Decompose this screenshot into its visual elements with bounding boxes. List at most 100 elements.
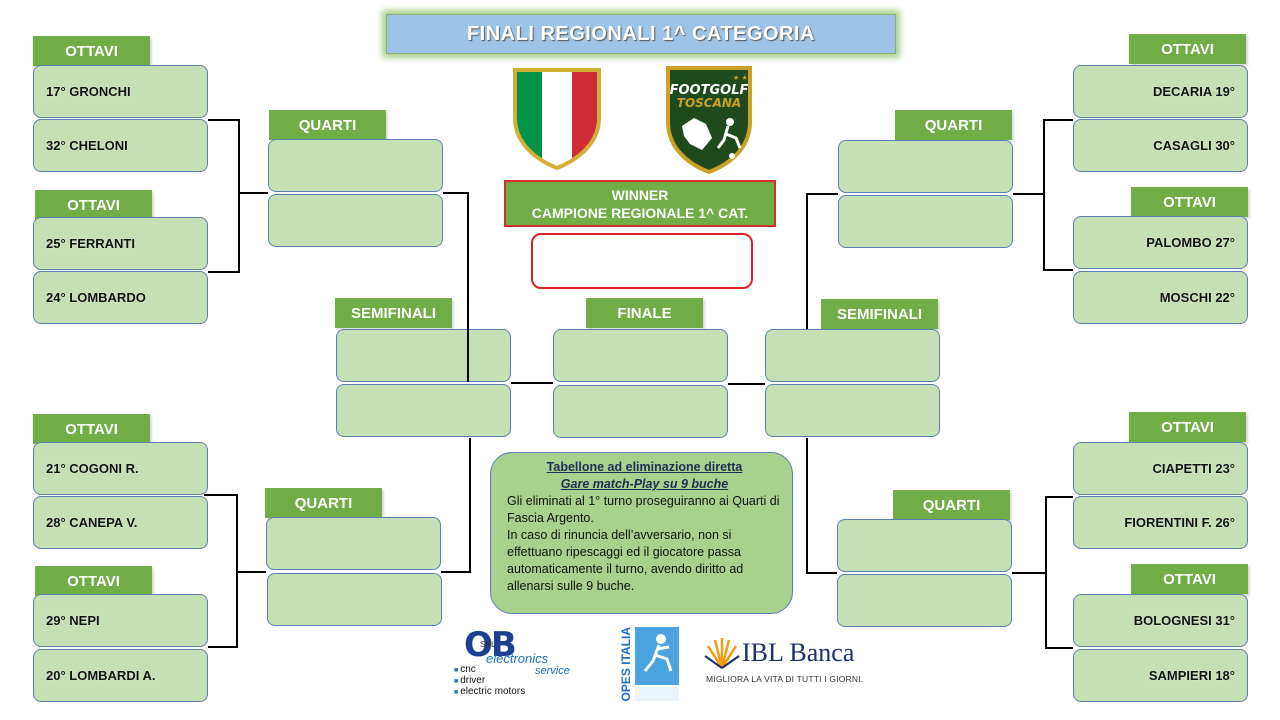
quarti-label: QUARTI — [265, 488, 382, 518]
quarti-label: QUARTI — [893, 490, 1010, 520]
ibl-fan-icon — [704, 638, 740, 669]
quarter-slot — [837, 519, 1012, 572]
player-slot: 21° COGONI R. — [33, 442, 208, 495]
bracket-line — [1045, 647, 1073, 649]
bracket-line — [806, 438, 808, 574]
rules-paragraph: In caso di rinuncia dell’avversario, non… — [507, 528, 744, 593]
player-slot: 28° CANEPA V. — [33, 496, 208, 549]
ottavi-label: OTTAVI — [35, 566, 152, 596]
ottavi-label: OTTAVI — [35, 190, 152, 220]
svg-text:★ ★: ★ ★ — [733, 74, 748, 82]
ob-item: electric motors — [454, 687, 525, 698]
semifinal-slot — [336, 329, 511, 382]
bracket-line — [443, 192, 469, 194]
ottavi-label: OTTAVI — [33, 414, 150, 444]
ottavi-label: OTTAVI — [1131, 187, 1248, 217]
page-title: FINALI REGIONALI 1^ CATEGORIA — [386, 14, 896, 54]
ob-item: cnc — [454, 665, 525, 676]
opes-italia-logo: OPES ITALIA — [619, 627, 681, 703]
bracket-line — [1043, 119, 1045, 271]
quarter-slot — [838, 195, 1013, 248]
final-slot — [553, 385, 728, 438]
ob-electronics: electronics — [486, 651, 549, 666]
semifinal-slot — [765, 329, 940, 382]
rules-heading: Tabellone ad eliminazione diretta — [546, 460, 743, 474]
player-slot: DECARIA 19° — [1073, 65, 1248, 118]
rules-info-box: Tabellone ad eliminazione diretta Gare m… — [490, 452, 793, 614]
footgolf-line1: FOOTGOLF — [670, 83, 749, 98]
ob-electronics-logo: OB SRL electronics service cnc driver el… — [450, 625, 595, 697]
rules-subheading: Gare match-Play su 9 buche — [560, 477, 729, 491]
semifinali-label: SEMIFINALI — [335, 298, 452, 328]
bracket-line — [1045, 496, 1047, 649]
player-slot: MOSCHI 22° — [1073, 271, 1248, 324]
semifinal-slot — [336, 384, 511, 437]
quarter-slot — [837, 574, 1012, 627]
winner-slot — [531, 233, 753, 289]
bracket-line — [204, 494, 238, 496]
bracket-line — [806, 572, 837, 574]
bracket-line — [441, 571, 471, 573]
bracket-line — [238, 119, 240, 273]
winner-subtitle: CAMPIONE REGIONALE 1^ CAT. — [531, 204, 749, 221]
bracket-line — [728, 383, 765, 385]
footgolf-toscana-logo-icon: ★ ★ FOOTGOLF TOSCANA — [666, 66, 752, 174]
bracket-line — [806, 193, 838, 195]
player-slot: 25° FERRANTI — [33, 217, 208, 270]
ob-srl: SRL — [480, 640, 496, 649]
ibl-banca-logo: IBL Banca MIGLIORA LA VITA DI TUTTI I GI… — [704, 634, 874, 690]
player-slot: SAMPIERI 18° — [1073, 649, 1248, 702]
quarter-slot — [268, 194, 443, 247]
bracket-line — [467, 192, 469, 382]
ob-item: driver — [454, 676, 525, 687]
bracket-line — [1012, 572, 1046, 574]
ob-letters: OB — [464, 625, 517, 665]
player-slot: 24° LOMBARDO — [33, 271, 208, 324]
bracket-line — [469, 438, 471, 573]
ob-service: service — [535, 665, 570, 677]
quarter-slot — [267, 573, 442, 626]
bracket-line — [208, 646, 238, 648]
final-slot — [553, 329, 728, 382]
player-slot: PALOMBO 27° — [1073, 216, 1248, 269]
semifinal-slot — [765, 384, 940, 437]
footgolf-line2: TOSCANA — [677, 96, 741, 110]
bracket-line — [208, 271, 240, 273]
quarti-label: QUARTI — [269, 110, 386, 140]
rules-paragraph: Gli eliminati al 1° turno proseguiranno … — [507, 494, 780, 525]
bracket-line — [208, 119, 240, 121]
player-slot: CASAGLI 30° — [1073, 119, 1248, 172]
bracket-line — [1043, 119, 1073, 121]
ottavi-label: OTTAVI — [1129, 412, 1246, 442]
player-slot: FIORENTINI F. 26° — [1073, 496, 1248, 549]
bracket-line — [1045, 496, 1073, 498]
player-slot: 32° CHELONI — [33, 119, 208, 172]
winner-banner: WINNER CAMPIONE REGIONALE 1^ CAT. — [504, 180, 776, 227]
ibl-name: IBL Banca — [742, 638, 855, 667]
opes-runner-icon — [635, 627, 679, 701]
quarter-slot — [838, 140, 1013, 193]
quarti-label: QUARTI — [895, 110, 1012, 140]
bracket-line — [1013, 193, 1045, 195]
player-slot: 20° LOMBARDI A. — [33, 649, 208, 702]
semifinali-label: SEMIFINALI — [821, 299, 938, 329]
player-slot: 17° GRONCHI — [33, 65, 208, 118]
opes-text: OPES ITALIA — [619, 627, 633, 702]
player-slot: 29° NEPI — [33, 594, 208, 647]
finale-label: FINALE — [586, 298, 703, 328]
bracket-line — [806, 193, 808, 329]
bracket-line — [1043, 269, 1073, 271]
ottavi-label: OTTAVI — [1131, 564, 1248, 594]
ibl-tagline: MIGLIORA LA VITA DI TUTTI I GIORNI. — [706, 674, 864, 684]
bracket-line — [511, 382, 553, 384]
bracket-line — [236, 571, 266, 573]
quarter-slot — [268, 139, 443, 192]
winner-title: WINNER — [611, 186, 669, 203]
player-slot: BOLOGNESI 31° — [1073, 594, 1248, 647]
quarter-slot — [266, 517, 441, 570]
ottavi-label: OTTAVI — [33, 36, 150, 66]
italian-shield-icon — [513, 68, 601, 170]
ottavi-label: OTTAVI — [1129, 34, 1246, 64]
bracket-line — [238, 192, 268, 194]
player-slot: CIAPETTI 23° — [1073, 442, 1248, 495]
